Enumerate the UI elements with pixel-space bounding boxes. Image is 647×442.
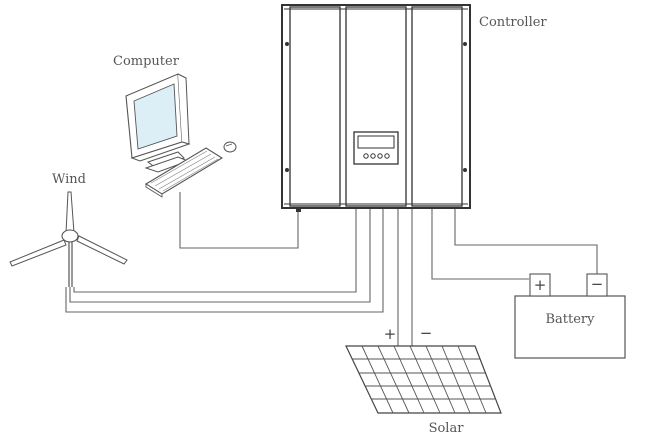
- wire-wind-controller-1: [73, 207, 357, 293]
- wire-computer-controller: [179, 192, 299, 249]
- wire-wind-controller-2: [69, 207, 371, 303]
- battery-positive-symbol: +: [534, 276, 547, 294]
- mouse-icon: [223, 141, 237, 153]
- controller-unit: [281, 4, 471, 212]
- wire-battery-negative: [454, 207, 598, 276]
- wind-turbine-icon: [9, 191, 128, 287]
- controller-label: Controller: [479, 15, 547, 30]
- solar-panel-icon: [345, 345, 502, 414]
- wires: [65, 192, 598, 346]
- solar-positive-symbol: +: [384, 325, 397, 343]
- controller-display: [353, 131, 399, 165]
- computer-icon: [125, 73, 237, 198]
- wire-wind-controller-3: [65, 207, 384, 313]
- keyboard: [144, 147, 224, 198]
- battery-label: Battery: [545, 312, 595, 327]
- battery-negative-symbol: −: [591, 275, 604, 293]
- wire-battery-positive: [431, 207, 529, 280]
- battery-icon: [514, 273, 626, 359]
- wind-label: Wind: [52, 172, 86, 187]
- solar-negative-symbol: −: [420, 324, 433, 342]
- computer-label: Computer: [113, 54, 180, 69]
- solar-label: Solar: [429, 421, 465, 436]
